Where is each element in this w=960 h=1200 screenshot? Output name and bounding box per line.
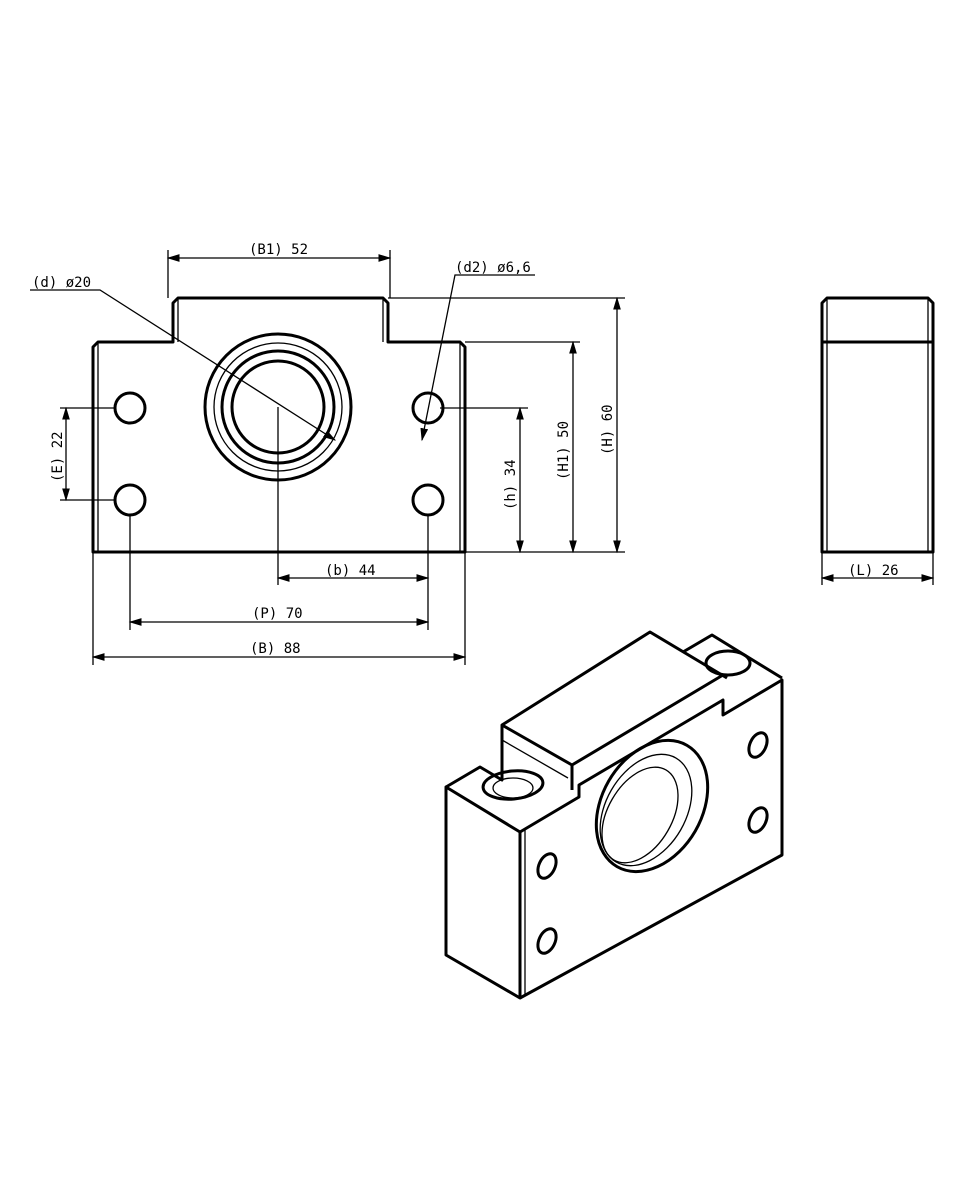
isometric-view [444,630,784,1000]
dim-E-label: (E) 22 [50,431,66,482]
dim-H1-label: (H1) 50 [556,421,572,480]
dim-L-label: (L) 26 [848,563,899,579]
dim-B1-label: (B1) 52 [249,242,308,258]
front-view [91,296,467,585]
side-view: (L) 26 [820,296,935,585]
dim-B-label: (B) 88 [250,641,301,657]
dim-b-label: (b) 44 [325,563,376,579]
dim-d2-label: (d2) ø6,6 [455,260,531,276]
dim-h-label: (h) 34 [503,459,519,510]
dim-P-label: (P) 70 [252,606,303,622]
dim-H-label: (H) 60 [600,404,616,455]
front-outline [91,296,467,554]
dim-d-label: (d) ø20 [32,275,91,291]
